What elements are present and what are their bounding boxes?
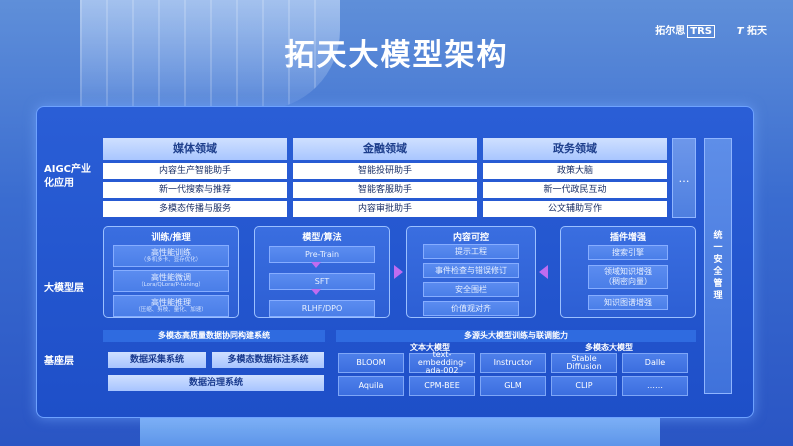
card-plugin: 插件增强 搜索引擎 领域知识增强 （稠密向量） 知识图谱增强 <box>560 226 696 318</box>
control-item: 价值观对齐 <box>423 301 519 316</box>
background-building <box>80 0 340 110</box>
band-data-system: 多模态高质量数据协同构建系统 <box>103 330 325 342</box>
plugin-item: 领域知识增强 （稠密向量） <box>588 265 668 289</box>
control-item: 事件检查与错误修订 <box>423 263 519 278</box>
multimodal-models-heading: 多模态大模型 <box>585 343 633 352</box>
band-training-capability: 多源头大模型训练与联调能力 <box>336 330 696 342</box>
data-collection-system: 数据采集系统 <box>108 352 206 368</box>
more-domains-box: … <box>672 138 696 218</box>
background-floor <box>140 416 660 446</box>
domain-item: 内容生产智能助手 <box>103 163 287 179</box>
row-label-base: 基座层 <box>44 356 74 367</box>
security-management-box: 统一安全管理 <box>704 138 732 394</box>
plugin-item: 知识图谱增强 <box>588 295 668 310</box>
text-models-heading: 文本大模型 <box>410 343 450 352</box>
domain-government: 政务领域 政策大脑 新一代政民互动 公文辅助写作 <box>483 138 667 220</box>
domain-item: 公文辅助写作 <box>483 201 667 217</box>
algo-item: SFT <box>269 273 375 290</box>
domain-title: 政务领域 <box>483 138 667 160</box>
training-item: 高性能微调（Lora/QLora/P-tuning） <box>113 270 229 292</box>
control-item: 提示工程 <box>423 244 519 259</box>
model-cell: Dalle <box>622 353 688 373</box>
data-governance-system: 数据治理系统 <box>108 375 324 391</box>
model-cell: Stable Diffusion <box>551 353 617 373</box>
algo-item: RLHF/DPO <box>269 300 375 317</box>
arrow-left-icon <box>539 265 548 279</box>
model-cell: BLOOM <box>338 353 404 373</box>
arrow-down-icon <box>311 262 321 268</box>
algo-item: Pre-Train <box>269 246 375 263</box>
model-cell: GLM <box>480 376 546 396</box>
domain-media: 媒体领域 内容生产智能助手 新一代搜索与推荐 多模态传播与服务 <box>103 138 287 220</box>
card-training: 训练/推理 高性能训练（多机多卡、显存优化） 高性能微调（Lora/QLora/… <box>103 226 239 318</box>
tuotian-logo: T 拓天 <box>736 26 767 37</box>
arrow-down-icon <box>311 289 321 295</box>
training-item: 高性能推理（压缩、剪枝、量化、加速） <box>113 295 229 317</box>
domain-item: 新一代搜索与推荐 <box>103 182 287 198</box>
card-title: 插件增强 <box>609 233 646 243</box>
plugin-item: 搜索引擎 <box>588 245 668 260</box>
row-label-aigc: AIGC产业 化应用 <box>44 164 92 189</box>
model-cell: Aquila <box>338 376 404 396</box>
domain-title: 媒体领域 <box>103 138 287 160</box>
arrow-right-icon <box>394 265 403 279</box>
card-title: 模型/算法 <box>302 233 342 243</box>
domain-title: 金融领域 <box>293 138 477 160</box>
page-title: 拓天大模型架构 <box>284 38 509 73</box>
model-cell: CPM-BEE <box>409 376 475 396</box>
domain-item: 政策大脑 <box>483 163 667 179</box>
domain-finance: 金融领域 智能投研助手 智能客服助手 内容审批助手 <box>293 138 477 220</box>
domain-item: 智能客服助手 <box>293 182 477 198</box>
row-label-llm: 大模型层 <box>44 283 84 294</box>
model-cell: …… <box>622 376 688 396</box>
model-cell: Instructor <box>480 353 546 373</box>
model-cell: text-embedding- ada-002 <box>409 351 475 375</box>
training-item: 高性能训练（多机多卡、显存优化） <box>113 245 229 267</box>
domain-item: 多模态传播与服务 <box>103 201 287 217</box>
data-annotation-system: 多模态数据标注系统 <box>212 352 324 368</box>
card-title: 训练/推理 <box>151 233 191 243</box>
domain-item: 新一代政民互动 <box>483 182 667 198</box>
domain-item: 智能投研助手 <box>293 163 477 179</box>
domain-item: 内容审批助手 <box>293 201 477 217</box>
card-content-control: 内容可控 提示工程 事件检查与错误修订 安全围栏 价值观对齐 <box>406 226 536 318</box>
model-cell: CLIP <box>551 376 617 396</box>
card-title: 内容可控 <box>452 233 489 243</box>
card-algorithm: 模型/算法 Pre-Train SFT RLHF/DPO <box>254 226 390 318</box>
control-item: 安全围栏 <box>423 282 519 297</box>
